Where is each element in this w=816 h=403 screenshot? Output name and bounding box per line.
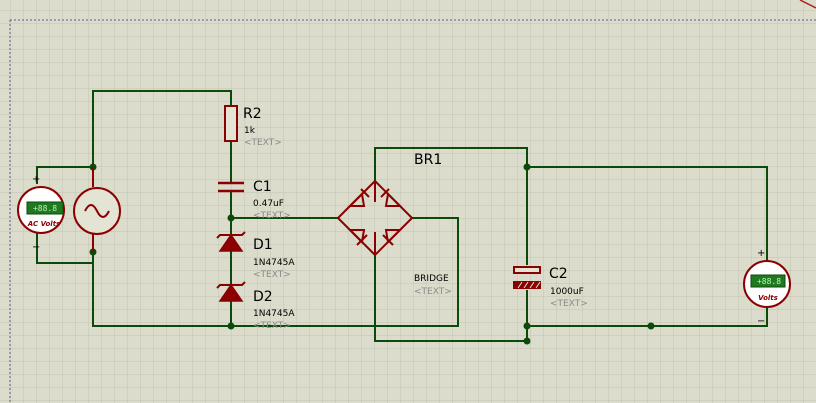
dc-voltmeter-reading: +88.8 — [757, 277, 781, 286]
c2-value: 1000uF — [550, 287, 584, 297]
dc-voltmeter[interactable]: +88.8 Volts + − — [743, 248, 791, 327]
bridge-rectifier-br1[interactable]: BR1 BRIDGE <TEXT> — [337, 152, 452, 297]
c1-ref: C1 — [253, 179, 272, 195]
wire-dc-plus — [527, 166, 768, 262]
wire-bridge-top — [374, 147, 528, 265]
zener-d1[interactable]: D1 1N4745A <TEXT> — [216, 231, 295, 280]
d2-value: 1N4745A — [253, 309, 295, 319]
wire-bottom-return — [92, 217, 459, 327]
r2-ref: R2 — [243, 106, 262, 122]
resistor-r2[interactable]: R2 1k <TEXT> — [224, 105, 282, 148]
origin-marker — [799, 0, 816, 9]
d1-text: <TEXT> — [253, 270, 291, 280]
capacitor-c2[interactable]: C2 1000uF <TEXT> — [513, 266, 588, 309]
wire-dc-minus — [527, 307, 768, 327]
ac-voltmeter-reading: +88.8 — [33, 204, 57, 213]
ac-voltmeter[interactable]: +88.8 AC Volts + − — [17, 174, 65, 253]
ac-voltmeter-display — [26, 201, 64, 215]
c2-ref: C2 — [549, 266, 568, 282]
dc-voltmeter-label: Volts — [758, 294, 778, 302]
d2-ref: D2 — [253, 289, 273, 305]
wire-top-left — [92, 90, 232, 167]
ac-voltmeter-minus-sign: − — [32, 242, 40, 253]
dc-voltmeter-minus-sign: − — [757, 316, 765, 327]
dc-voltmeter-display — [750, 274, 786, 288]
d1-ref: D1 — [253, 237, 273, 253]
d2-text: <TEXT> — [253, 321, 291, 331]
c2-text: <TEXT> — [550, 299, 588, 309]
br1-ref: BR1 — [414, 152, 442, 168]
ac-source[interactable] — [73, 167, 121, 252]
zener-d2[interactable]: D2 1N4745A <TEXT> — [216, 281, 295, 331]
wire-ac-meter-minus — [36, 228, 93, 264]
wires[interactable] — [36, 90, 768, 342]
wire-ac-meter-plus — [36, 166, 93, 184]
wire-bridge-bottom — [374, 232, 528, 342]
sine-wave-icon — [84, 204, 110, 218]
br1-value: BRIDGE — [414, 274, 449, 284]
r2-value: 1k — [244, 126, 256, 136]
ac-voltmeter-plus-sign: + — [32, 174, 40, 185]
junctions — [89, 163, 655, 345]
c1-text: <TEXT> — [253, 211, 291, 221]
c1-value: 0.47uF — [253, 199, 284, 209]
br1-text: <TEXT> — [414, 287, 452, 297]
capacitor-c1[interactable]: C1 0.47uF <TEXT> — [218, 179, 291, 221]
d1-value: 1N4745A — [253, 258, 295, 268]
ac-voltmeter-label: AC Volts — [27, 220, 60, 228]
dc-voltmeter-plus-sign: + — [757, 248, 765, 259]
r2-text: <TEXT> — [244, 138, 282, 148]
